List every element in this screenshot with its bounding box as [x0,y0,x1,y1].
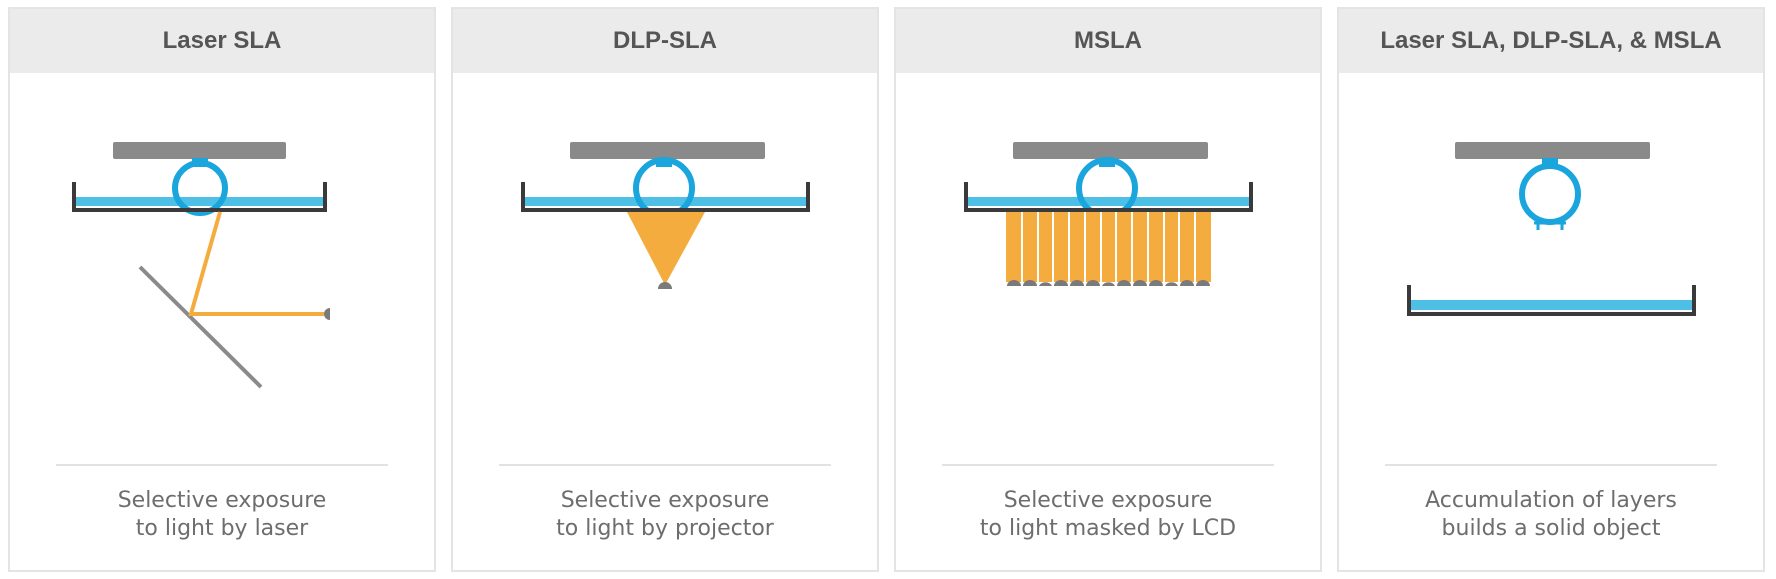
resin-vat [964,182,1253,212]
resin-vat [1407,285,1696,316]
layer-accumulation-illustration [1407,142,1696,316]
dlp-sla-illustration [521,142,810,289]
divider [942,464,1274,466]
printed-part [633,157,695,219]
projector-source [658,282,672,289]
panel-title: Laser SLA [10,9,434,73]
resin-vat [521,182,810,212]
caption-line-2: builds a solid object [1441,516,1661,541]
panel-msla: MSLA [894,7,1322,572]
panel-laser-sla: Laser SLA Selective exposure to light by… [8,7,436,572]
caption-line-1: Selective exposure [560,488,770,513]
galvo-mirror [138,265,263,389]
resin-layer [523,197,807,206]
resin-layer [1409,300,1693,310]
printed-part [1519,163,1581,225]
panel-title: DLP-SLA [453,9,877,73]
build-platform [113,142,286,159]
resin-layer [74,197,324,206]
caption-line-1: Selective exposure [1003,488,1213,513]
printed-part [172,160,228,216]
platform-stem [1542,158,1558,167]
caption-line-1: Accumulation of layers [1425,488,1677,513]
resin-vat [72,182,327,212]
caption-line-2: to light masked by LCD [979,516,1237,541]
projector-light-cone [627,212,705,285]
lcd-light-sources [1007,280,1210,286]
part-feet [1534,221,1566,230]
panel-caption: Accumulation of layers builds a solid ob… [1339,487,1763,543]
panel-title: MSLA [896,9,1320,73]
divider [499,464,831,466]
caption-line-2: to light by laser [135,516,309,541]
panel-title: Laser SLA, DLP-SLA, & MSLA [1339,9,1763,73]
divider [56,464,388,466]
printed-part [1076,157,1138,219]
resin-layer [966,197,1250,206]
lcd-mask-light-columns [1006,212,1211,282]
panel-layer-accumulation: Laser SLA, DLP-SLA, & MSLA Accumulation … [1337,7,1765,572]
laser-source [324,308,330,320]
build-platform [1013,142,1208,159]
laser-sla-illustration [72,142,330,389]
divider [1385,464,1717,466]
build-platform [1455,142,1650,159]
caption-line-1: Selective exposure [117,488,327,513]
laser-beam [188,211,324,316]
panel-caption: Selective exposure to light by laser [10,487,434,543]
panel-dlp-sla: DLP-SLA Selective exposure to light by p… [451,7,879,572]
panel-caption: Selective exposure to light by projector [453,487,877,543]
build-platform [570,142,765,159]
caption-line-2: to light by projector [556,516,774,541]
panel-caption: Selective exposure to light masked by LC… [896,487,1320,543]
msla-illustration [964,142,1253,286]
